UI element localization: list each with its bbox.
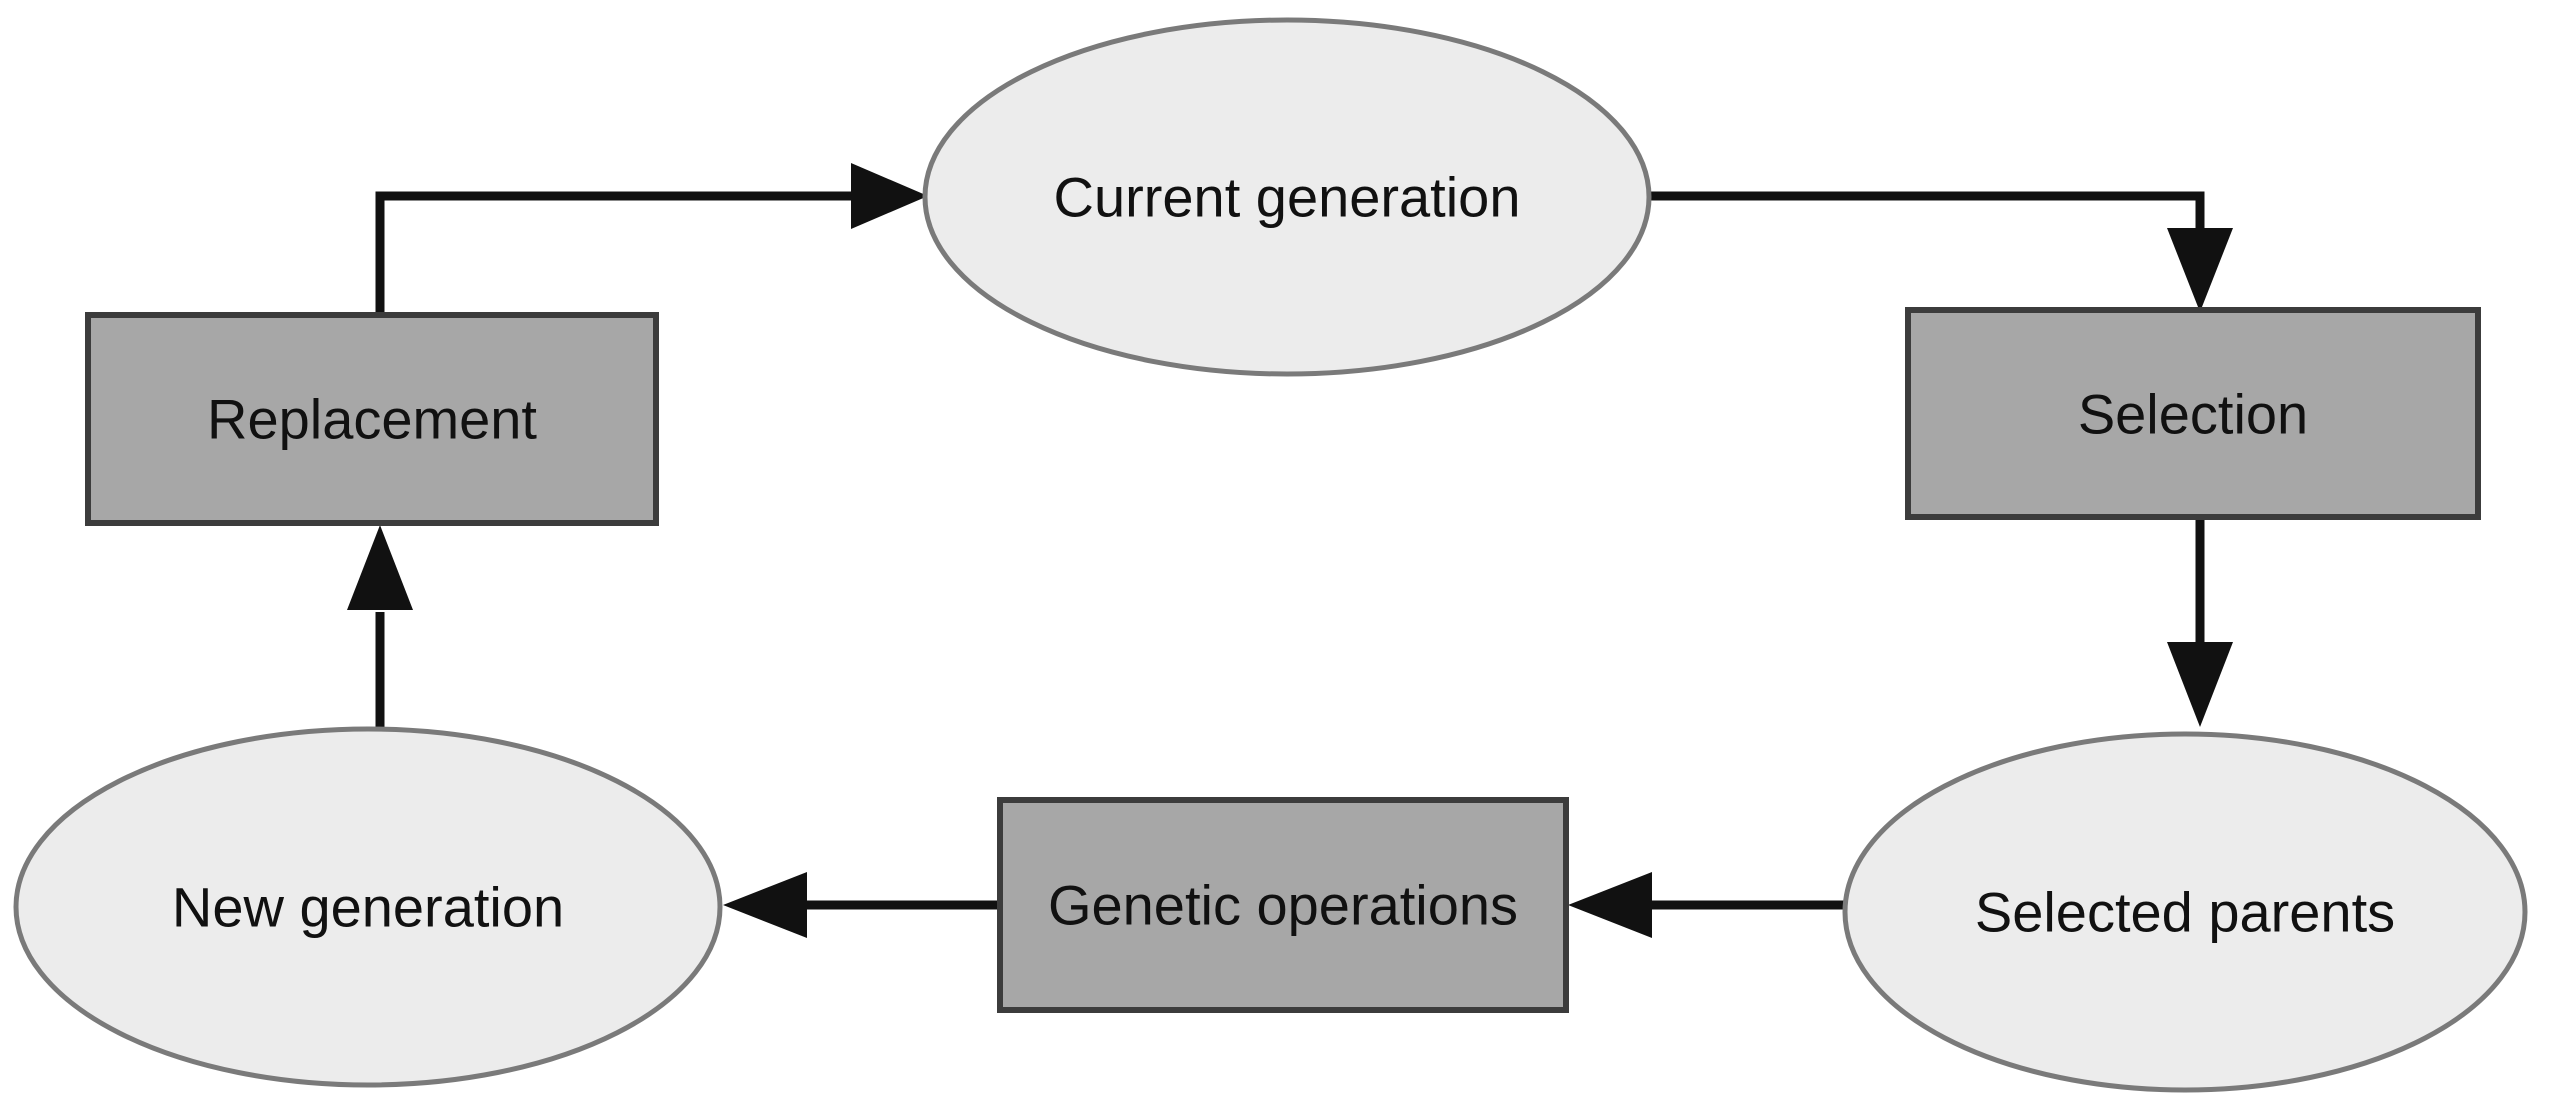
connector-line [375,191,853,318]
arrowhead [2167,228,2233,312]
selected-parents-ellipse [1842,731,2528,1093]
arrowhead [347,525,413,610]
selected-parents-label: Selected parents [1975,881,2395,944]
selection-rect [1905,307,2481,520]
genetic-operations-label: Genetic operations [1048,874,1518,937]
selection-label: Selection [2078,383,2308,446]
edge-genetic-operations-to-new-generation [723,872,1000,938]
edge-current-generation-to-selection [1649,191,2233,312]
new-generation-label: New generation [172,876,564,939]
node-genetic-operations: Genetic operations [997,797,1569,1013]
edge-selected-parents-to-genetic-operations [1568,872,1845,938]
node-selection: Selection [1905,307,2481,520]
node-new-generation: New generation [13,726,723,1088]
connector-line [1649,191,2205,230]
node-current-generation: Current generation [922,17,1652,377]
edge-selection-to-selected-parents [2167,518,2233,727]
genetic-operations-rect [997,797,1569,1013]
node-replacement: Replacement [85,312,659,526]
edge-replacement-to-current-generation [375,163,928,318]
new-generation-ellipse [13,726,723,1088]
arrowhead [2167,642,2233,727]
edge-new-generation-to-replacement [347,525,413,730]
node-selected-parents: Selected parents [1842,731,2528,1093]
replacement-rect [85,312,659,526]
arrowhead [851,163,928,229]
arrowhead [723,872,807,938]
current-generation-ellipse [922,17,1652,377]
current-generation-label: Current generation [1054,166,1521,229]
arrowhead [1568,872,1652,938]
replacement-label: Replacement [207,388,537,451]
